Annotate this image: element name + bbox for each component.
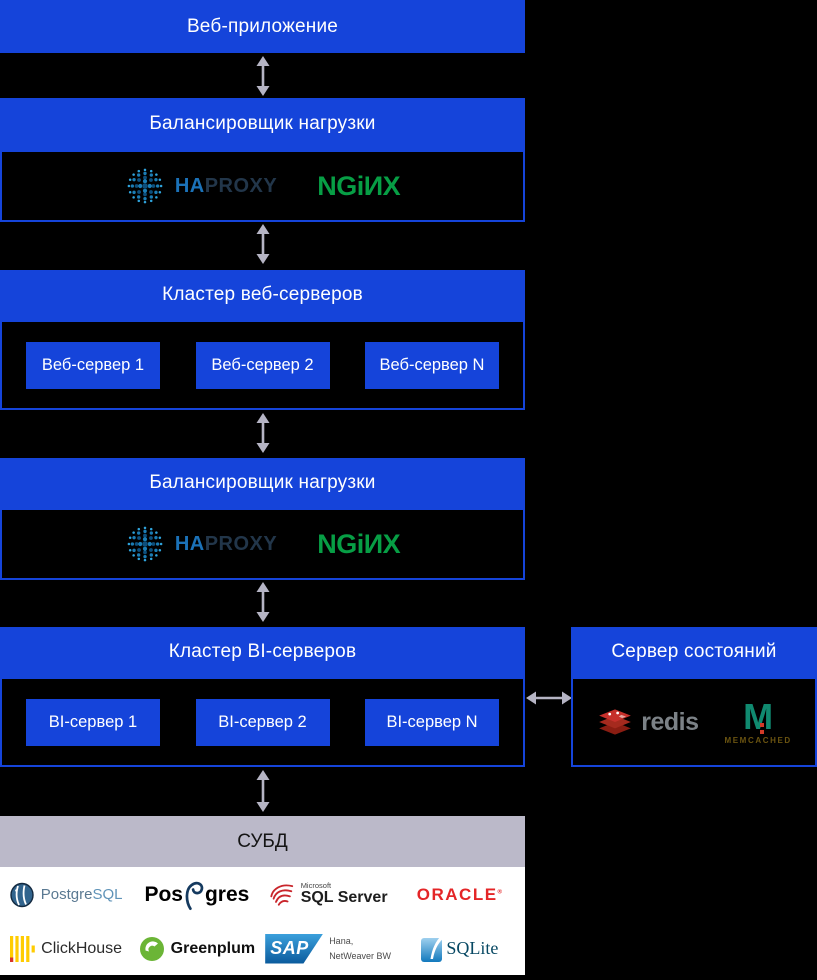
- web-app-box: Веб-приложение: [0, 0, 525, 53]
- dbms-body: PostgreSQL Pos gres Microsoft SQL Server: [0, 867, 525, 975]
- arrow-lb2-bicluster: [256, 582, 270, 622]
- redis-wordmark: redis: [641, 707, 699, 736]
- sql-server-swirl-icon: [270, 884, 293, 906]
- bi-cluster-title: Кластер BI-серверов: [168, 641, 357, 662]
- memcached-dot: [759, 723, 764, 727]
- web-server-1: Веб-сервер 1: [26, 341, 160, 389]
- web-app-title: Веб-приложение: [186, 15, 339, 37]
- redis-icon: [599, 709, 632, 735]
- postgresql-elephant-icon: [10, 882, 34, 907]
- arrow-bicluster-stateserver: [526, 691, 572, 705]
- sap-caption: Hana, NetWeaver BW: [329, 936, 392, 961]
- web-cluster-header: Кластер веб-серверов: [0, 270, 525, 320]
- load-balancer-1-title: Балансировщик нагрузки: [149, 113, 376, 134]
- bi-server-1: BI-сервер 1: [26, 698, 160, 746]
- haproxy-icon: [127, 168, 163, 204]
- sap-icon: SAP: [265, 933, 324, 964]
- bi-server-2: BI-сервер 2: [195, 698, 330, 746]
- web-server-n: Веб-сервер N: [365, 341, 499, 389]
- nginx-logo: NGiИX: [317, 170, 401, 201]
- load-balancer-2-title: Балансировщик нагрузки: [149, 472, 376, 493]
- sqlite-wordmark: SQLite: [446, 938, 499, 958]
- postgres-logo: Pos gres: [144, 879, 249, 911]
- state-server-body: redis M MEMCACHED: [571, 677, 817, 767]
- postgresql-logo: PostgreSQL: [9, 882, 123, 908]
- bi-cluster-header: Кластер BI-серверов: [0, 627, 525, 677]
- redis-logo: redis: [596, 706, 699, 738]
- dbms-header: СУБД: [0, 816, 525, 867]
- sqlite-feather-icon: [421, 935, 444, 962]
- arrow-webapp-lb1: [256, 56, 270, 96]
- greenplum-wordmark: Greenplum: [170, 939, 256, 957]
- web-cluster-body: Веб-сервер 1 Веб-сервер 2 Веб-сервер N: [0, 320, 525, 410]
- bi-server-n: BI-сервер N: [365, 698, 499, 746]
- web-cluster-title: Кластер веб-серверов: [162, 284, 363, 305]
- sql-server-logo: Microsoft SQL Server: [269, 882, 388, 907]
- haproxy-logo: HAPROXY: [125, 524, 277, 564]
- haproxy-icon: [127, 526, 163, 562]
- greenplum-icon: [139, 936, 164, 961]
- haproxy-wordmark: HAPROXY: [174, 532, 278, 555]
- clickhouse-wordmark: ClickHouse: [41, 939, 123, 957]
- oracle-logo: ORACLE®: [416, 884, 502, 904]
- memcached-wordmark: MEMCACHED: [724, 736, 792, 745]
- load-balancer-1-header: Балансировщик нагрузки: [0, 98, 525, 150]
- load-balancer-2-header: Балансировщик нагрузки: [0, 458, 525, 508]
- memcached-logo: M MEMCACHED: [724, 699, 791, 745]
- web-server-2: Веб-сервер 2: [195, 341, 330, 389]
- load-balancer-1-body: HAPROXY NGiИX: [0, 150, 525, 222]
- arrow-lb1-webcluster: [256, 224, 270, 264]
- sap-logo: SAP Hana, NetWeaver BW: [265, 933, 392, 964]
- state-server-title: Сервер состояний: [611, 641, 777, 662]
- clickhouse-logo: ClickHouse: [9, 934, 122, 964]
- haproxy-wordmark: HAPROXY: [174, 174, 278, 197]
- postgresql-wordmark: PostgreSQL: [40, 886, 123, 903]
- sql-server-wordmark: Microsoft SQL Server: [300, 881, 388, 907]
- oracle-reg-mark: ®: [497, 888, 502, 895]
- memcached-dot: [759, 730, 764, 734]
- postgres-elephant-curl-icon: [185, 881, 204, 910]
- memcached-m-icon: M: [743, 696, 774, 737]
- state-server-header: Сервер состояний: [571, 627, 817, 677]
- clickhouse-bars-icon: [10, 935, 35, 962]
- arrow-webcluster-lb2: [256, 413, 270, 453]
- sqlite-logo: SQLite: [420, 935, 498, 963]
- nginx-logo: NGiИX: [317, 528, 401, 559]
- arrow-bicluster-dbms: [256, 770, 270, 812]
- greenplum-logo: Greenplum: [139, 936, 255, 962]
- load-balancer-2-body: HAPROXY NGiИX: [0, 508, 525, 580]
- bi-cluster-body: BI-сервер 1 BI-сервер 2 BI-сервер N: [0, 677, 525, 767]
- dbms-title: СУБД: [237, 830, 288, 852]
- haproxy-logo: HAPROXY: [125, 166, 277, 206]
